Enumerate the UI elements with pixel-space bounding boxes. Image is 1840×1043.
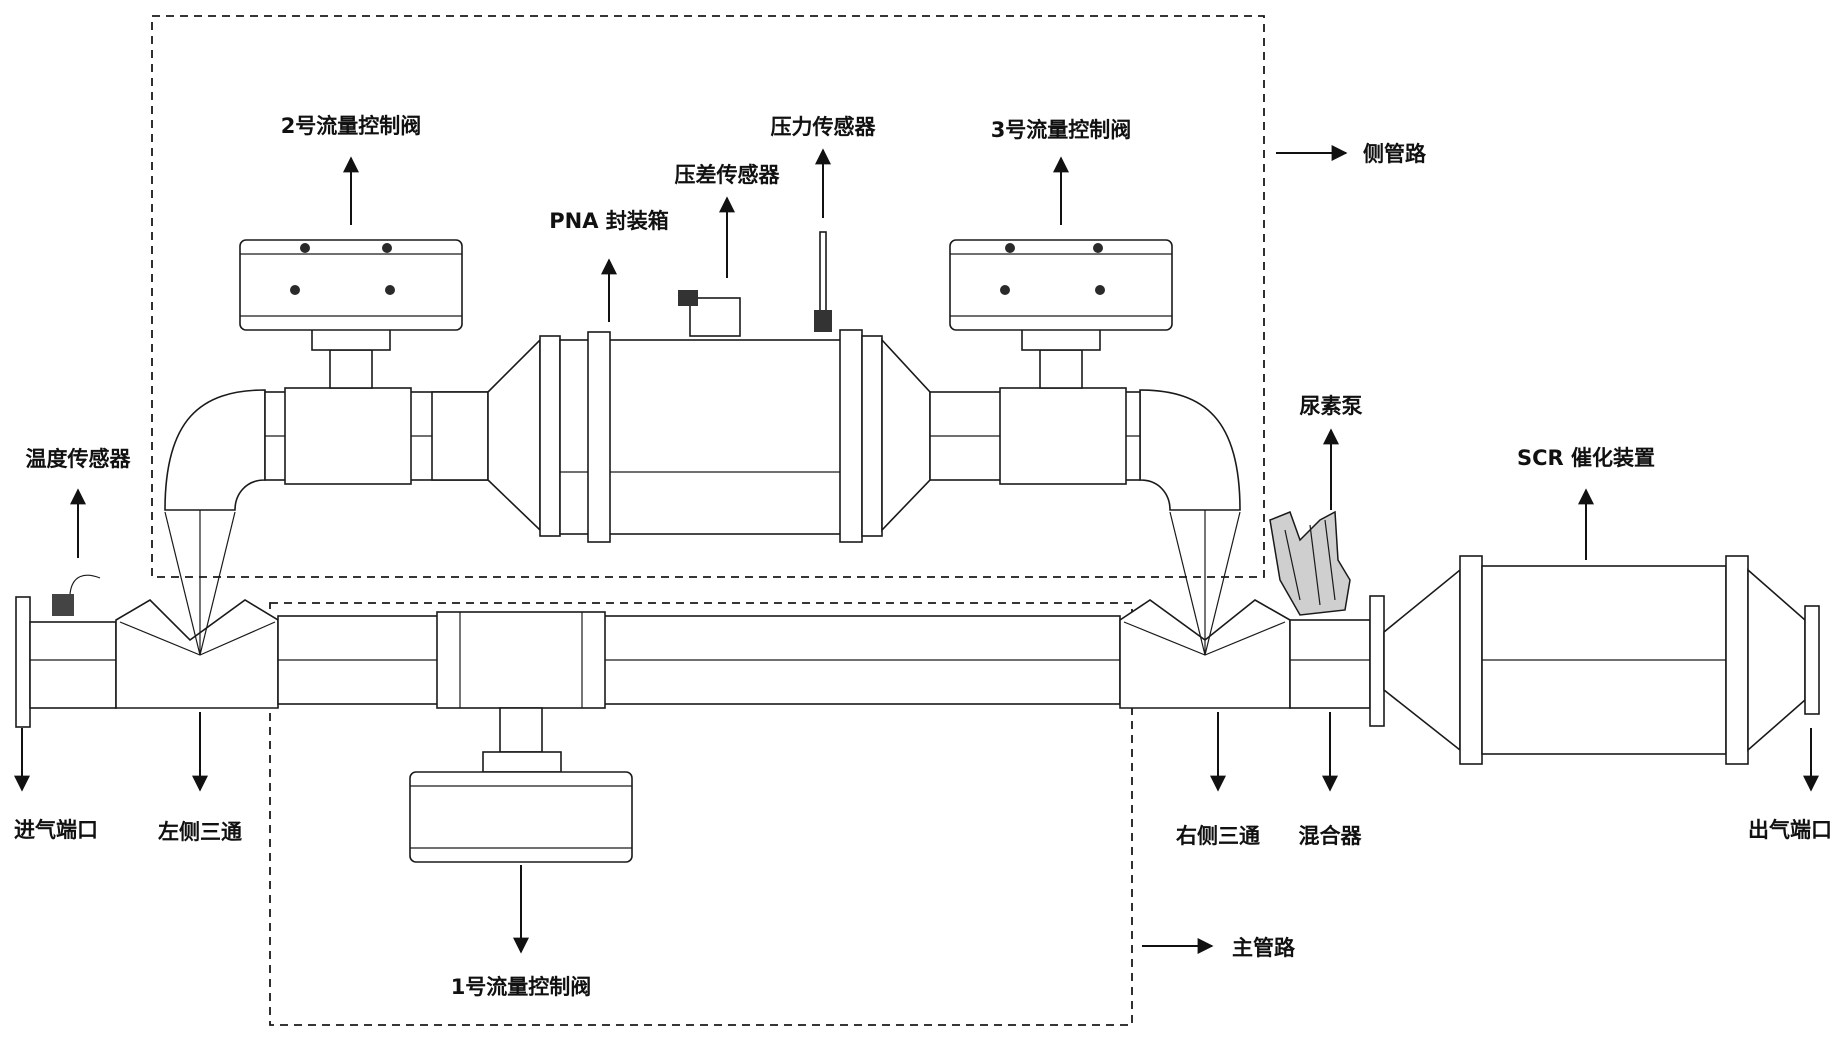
right-tee xyxy=(1119,510,1291,709)
leader-arrows xyxy=(14,145,1819,954)
valve-2 xyxy=(239,239,463,331)
valve-3 xyxy=(949,239,1173,331)
label-inlet: 进气端口 xyxy=(14,818,98,842)
main-path-box xyxy=(269,602,1133,1026)
label-valve-2: 2号流量控制阀 xyxy=(281,114,422,138)
side-path-box xyxy=(151,15,1265,578)
label-main-path: 主管路 xyxy=(1232,936,1296,960)
label-diff-pressure-sensor: 压差传感器 xyxy=(675,163,781,187)
label-valve-1: 1号流量控制阀 xyxy=(451,975,592,999)
main-pipe xyxy=(277,611,1121,709)
temperature-sensor-body xyxy=(52,574,101,616)
label-pressure-sensor: 压力传感器 xyxy=(771,115,877,139)
label-temp-sensor: 温度传感器 xyxy=(26,447,132,471)
inlet-port xyxy=(15,596,117,728)
scr-catalyst xyxy=(1383,555,1820,765)
mixer xyxy=(1289,595,1385,727)
label-outlet: 出气端口 xyxy=(1748,818,1832,842)
label-right-tee: 右侧三通 xyxy=(1176,824,1260,848)
label-left-tee: 左侧三通 xyxy=(158,820,242,844)
urea-pump-body xyxy=(1269,510,1351,616)
pna-box xyxy=(487,329,931,543)
side-pipe-right xyxy=(929,327,1141,485)
diff-pressure-sensor-body xyxy=(678,290,741,337)
side-right-elbow xyxy=(1139,389,1241,511)
label-scr: SCR 催化装置 xyxy=(1517,446,1655,470)
side-pipe-left xyxy=(264,327,491,485)
left-tee xyxy=(115,510,279,709)
label-valve-3: 3号流量控制阀 xyxy=(991,118,1132,142)
label-mixer: 混合器 xyxy=(1299,824,1363,848)
side-left-elbow xyxy=(164,389,266,511)
label-urea-pump: 尿素泵 xyxy=(1300,394,1363,418)
label-side-path: 侧管路 xyxy=(1363,142,1427,166)
label-pna-box: PNA 封装箱 xyxy=(549,209,669,233)
valve-1 xyxy=(409,707,633,863)
pressure-sensor-body xyxy=(814,231,832,332)
